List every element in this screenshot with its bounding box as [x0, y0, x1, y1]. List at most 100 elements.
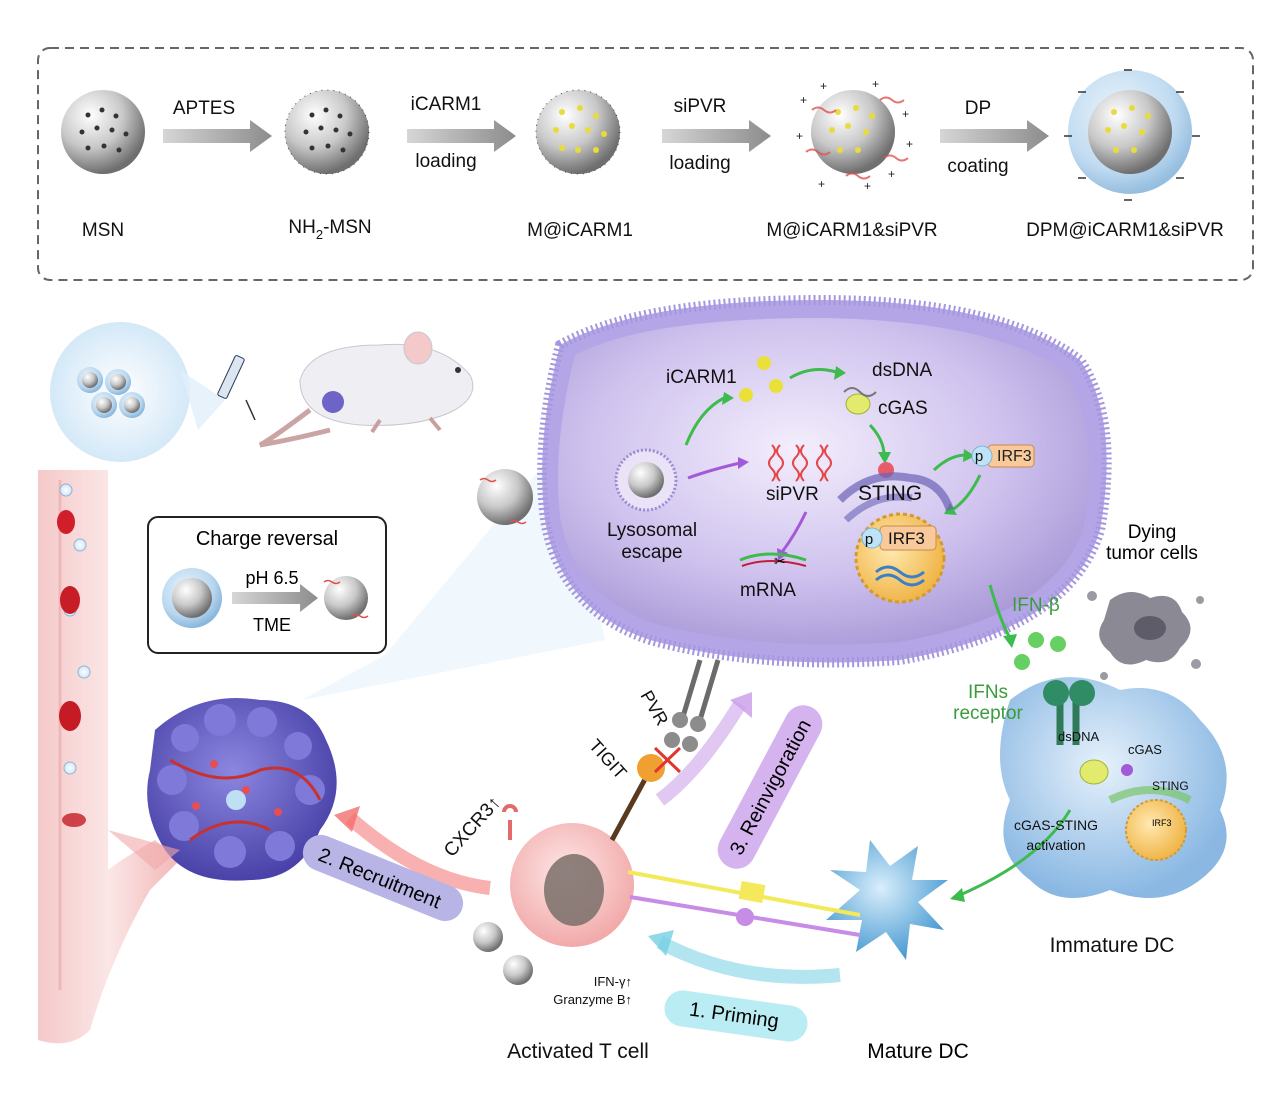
irf3-tag-upper — [971, 444, 1035, 468]
icarm1-dot — [769, 379, 783, 393]
charge-reversal-title: Charge reversal — [196, 528, 338, 550]
svg-text:+: + — [906, 137, 913, 151]
arrow-green-cgas — [789, 368, 837, 380]
label-mature-dc: Mature DC — [867, 1040, 969, 1063]
product-dpm: DPM@iCARM1&siPVR — [1026, 220, 1224, 241]
label-irf3-upper: IRF3 — [997, 448, 1032, 465]
icarm1-dot — [757, 356, 771, 370]
mouse-icon — [258, 331, 474, 448]
synthesis-panel: +++ +++ +++ — [37, 47, 1254, 281]
arrow-green-ifnb — [988, 584, 1012, 639]
label-cgas: cGAS — [878, 398, 928, 419]
product-m-icarm1-sipvr: M@iCARM1&siPVR — [766, 220, 937, 241]
label-reinvigoration: 3. Reinvigoration — [726, 716, 816, 859]
nh2-msn-particle — [284, 89, 370, 175]
pvr-molecule — [653, 659, 721, 774]
svg-text:+: + — [888, 167, 895, 181]
icarm1-dot — [739, 388, 753, 402]
product-nh2-msn: NH2-MSN — [288, 217, 371, 242]
label-ifns: IFNs — [968, 682, 1008, 703]
label-pvr: PVR — [637, 687, 673, 729]
tigit-receptor — [637, 754, 665, 782]
dc-label-dsdna: dsDNA — [1058, 729, 1100, 744]
arrow-dp — [940, 120, 1049, 152]
sipvr-helix — [768, 444, 832, 482]
svg-text:+: + — [820, 79, 827, 93]
charge-ph: pH 6.5 — [245, 568, 298, 588]
dc-label-sting: STING — [1152, 779, 1189, 793]
svg-text:+: + — [818, 177, 825, 191]
reagent-icarm1-loading: loading — [415, 151, 476, 172]
immune-synapse — [627, 870, 861, 937]
label-cxcr3: CXCR3↑ — [440, 792, 505, 861]
msn-particle — [61, 90, 145, 174]
dc-label-irf3: IRF3 — [1152, 818, 1172, 828]
dsdna-strand — [843, 387, 877, 397]
ifns-receptor — [1043, 680, 1095, 745]
injection-bubble — [50, 322, 225, 462]
panel-border — [37, 47, 1254, 281]
tumor-particle — [226, 790, 246, 810]
scissors-icon: ✂ — [774, 553, 786, 569]
dc-label-activation-1: cGAS-STING — [1014, 817, 1098, 833]
arrow-purple-mrna — [780, 511, 808, 553]
arrow-green-icarm1 — [684, 396, 725, 446]
label-tigit: TIGIT — [585, 735, 631, 783]
reagent-dp-coating: coating — [947, 156, 1008, 177]
charge-reversal-arrow — [232, 584, 318, 612]
immature-dc: IRF3 dsDNA cGAS STING cGAS-STING activat… — [950, 677, 1227, 957]
cxcr3-receptor — [502, 804, 518, 840]
blood-vessel — [38, 470, 180, 1044]
label-tumor-cells: tumor cells — [1106, 543, 1198, 564]
synthesis-arrows — [163, 120, 1049, 152]
ifnb-dot — [1050, 636, 1066, 652]
label-dying: Dying — [1128, 522, 1177, 543]
label-dsdna: dsDNA — [872, 360, 933, 381]
tumor-tissue — [147, 698, 337, 881]
dc-nucleus — [1125, 799, 1187, 861]
dc-label-cgas: cGAS — [1128, 742, 1162, 757]
dying-tumor-cells: Dying tumor cells — [1087, 522, 1204, 680]
tcell-particle — [503, 955, 533, 985]
m-icarm1-sipvr-particle: +++ +++ +++ — [796, 77, 913, 193]
ifnb-dot — [1014, 654, 1030, 670]
reagent-sipvr-loading: loading — [669, 153, 730, 174]
label-ifnb: IFN-β — [1012, 595, 1060, 616]
cgas-blob — [845, 393, 871, 415]
reagent-dp: DP — [965, 98, 991, 119]
label-ifng: IFN-γ↑ — [594, 974, 632, 989]
nanoparticle-entering — [477, 469, 533, 525]
irf3-tag-lower — [861, 525, 937, 551]
label-lysosomal: Lysosomal — [607, 520, 697, 541]
tigit-stalk — [609, 768, 653, 842]
product-m-icarm1: M@iCARM1 — [527, 220, 633, 241]
label-sting: STING — [858, 482, 922, 505]
svg-text:+: + — [902, 107, 909, 121]
label-granzyme: Granzyme B↑ — [553, 992, 632, 1007]
mature-dc: Mature DC — [826, 840, 969, 1063]
m-icarm1-particle — [535, 89, 621, 175]
arrow-icarm1 — [407, 120, 516, 152]
product-msn: MSN — [82, 220, 124, 241]
mrna-strand — [739, 552, 807, 562]
label-immature-dc: Immature DC — [1050, 934, 1175, 957]
svg-text:+: + — [864, 179, 871, 193]
label-sipvr: siPVR — [766, 484, 819, 505]
syringe-icon — [217, 355, 256, 421]
arrow-purple-sipvr — [687, 461, 741, 480]
dc-cgas-blob — [1079, 759, 1109, 785]
dc-label-activation-2: activation — [1026, 837, 1085, 853]
tcell-particle — [473, 922, 503, 952]
er-membrane — [837, 472, 954, 512]
label-receptor: receptor — [953, 703, 1023, 724]
svg-text:+: + — [800, 93, 807, 107]
reagent-icarm1: iCARM1 — [411, 94, 482, 115]
lysosome — [614, 448, 678, 512]
dc-er — [1108, 786, 1192, 804]
tumor-cell: ✂ iCARM1 dsDNA cGAS siPVR STING IRF3 p I… — [537, 294, 1112, 670]
arrow-green-irf3 — [932, 453, 967, 472]
label-activated-t-cell: Activated T cell — [507, 1040, 649, 1063]
label-p-upper: p — [975, 448, 983, 465]
label-icarm1: iCARM1 — [666, 367, 737, 388]
